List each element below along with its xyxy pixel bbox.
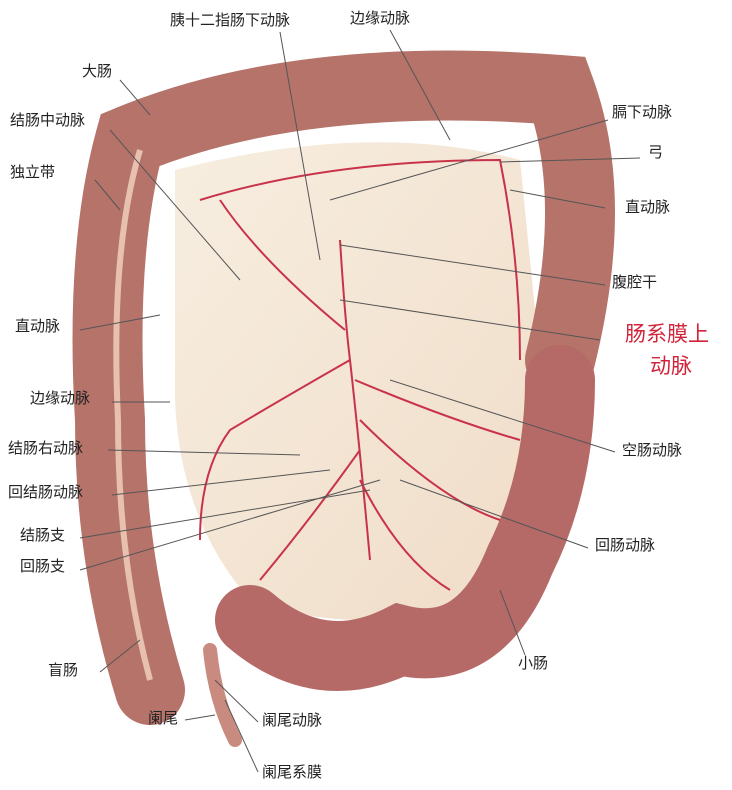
label-large-intestine: 大肠 [82,62,113,80]
leader-lines [79,29,641,773]
label-taenia: 独立带 [10,163,56,181]
label-vasa-recta-left: 直动脉 [15,317,61,335]
label-marginal-artery-left: 边缘动脉 [30,389,91,407]
small-intestine [215,345,595,691]
label-small-intestine: 小肠 [518,654,549,672]
label-celiac-trunk: 腹腔干 [612,273,658,291]
label-ileocolic-artery: 回结肠动脉 [8,483,84,501]
label-appendicular-artery: 阑尾动脉 [262,711,323,729]
colon [72,50,615,725]
label-mesoappendix: 阑尾系膜 [262,763,323,781]
vessels [199,158,521,591]
label-middle-colic-artery: 结肠中动脉 [10,111,86,129]
label-jejunal-arteries: 空肠动脉 [622,441,683,459]
label-appendix: 阑尾 [148,709,179,727]
label-superior-mesenteric-artery-line1: 肠系膜上 [625,322,709,346]
label-arch: 弓 [648,143,664,161]
label-right-colic-artery: 结肠右动脉 [8,439,84,457]
appendix [203,643,242,747]
label-ileal-arteries: 回肠动脉 [595,536,656,554]
colon-highlight [113,149,153,681]
label-pancreaticoduodenal-inferior-artery: 胰十二指肠下动脉 [170,11,291,29]
label-inferior-phrenic-artery: 膈下动脉 [612,103,673,121]
label-marginal-artery-top: 边缘动脉 [350,9,411,27]
label-superior-mesenteric-artery-line2: 动脉 [650,354,692,378]
label-ileal-branch: 回肠支 [20,557,66,575]
label-vasa-recta-right: 直动脉 [625,198,671,216]
label-cecum: 盲肠 [48,661,79,679]
label-colic-branch: 结肠支 [20,526,66,544]
